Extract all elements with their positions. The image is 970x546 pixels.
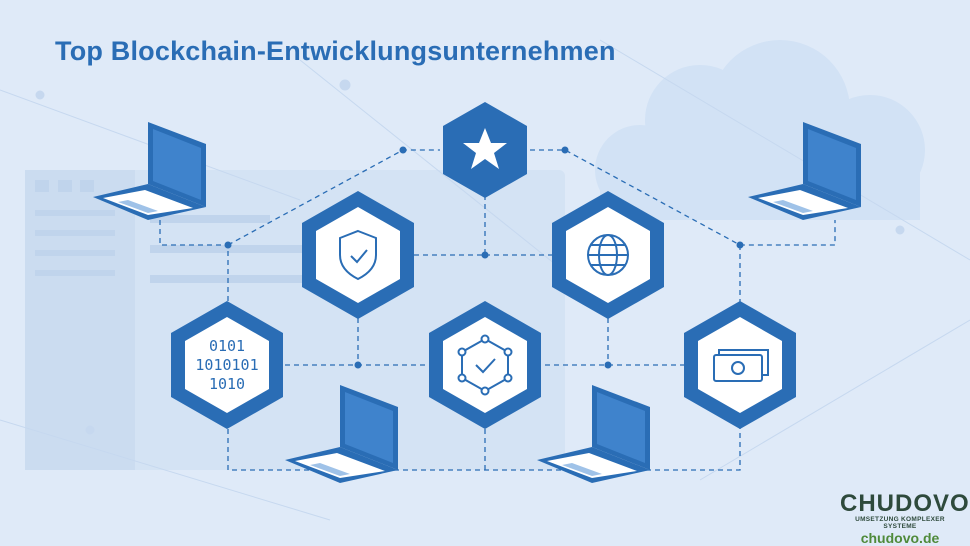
star-hexagon <box>443 102 527 198</box>
binary-code-icon: 0101 1010101 1010 <box>195 337 258 393</box>
network-check-icon <box>457 334 513 396</box>
blockchain-check-hexagon <box>429 301 541 429</box>
globe-icon <box>587 234 629 276</box>
money-hexagon <box>684 301 796 429</box>
page-title: Top Blockchain-Entwicklungsunternehmen <box>55 36 616 66</box>
logo-brand: CHUDOVO <box>840 490 970 517</box>
binary-line: 0101 <box>209 337 245 355</box>
star-icon <box>463 128 507 169</box>
chudovo-logo: CHUDOVO UMSETZUNG KOMPLEXER SYSTEME chud… <box>840 490 970 546</box>
banknote-icon <box>713 349 769 382</box>
binary-line: 1010101 <box>195 356 258 374</box>
globe-hexagon <box>552 191 664 319</box>
binary-line: 1010 <box>209 375 245 393</box>
logo-url: chudovo.de <box>860 530 940 546</box>
binary-hexagon <box>171 301 283 429</box>
logo-tagline: UMSETZUNG KOMPLEXER SYSTEME <box>855 516 945 530</box>
shield-hexagon <box>302 191 414 319</box>
shield-check-icon <box>339 229 377 281</box>
